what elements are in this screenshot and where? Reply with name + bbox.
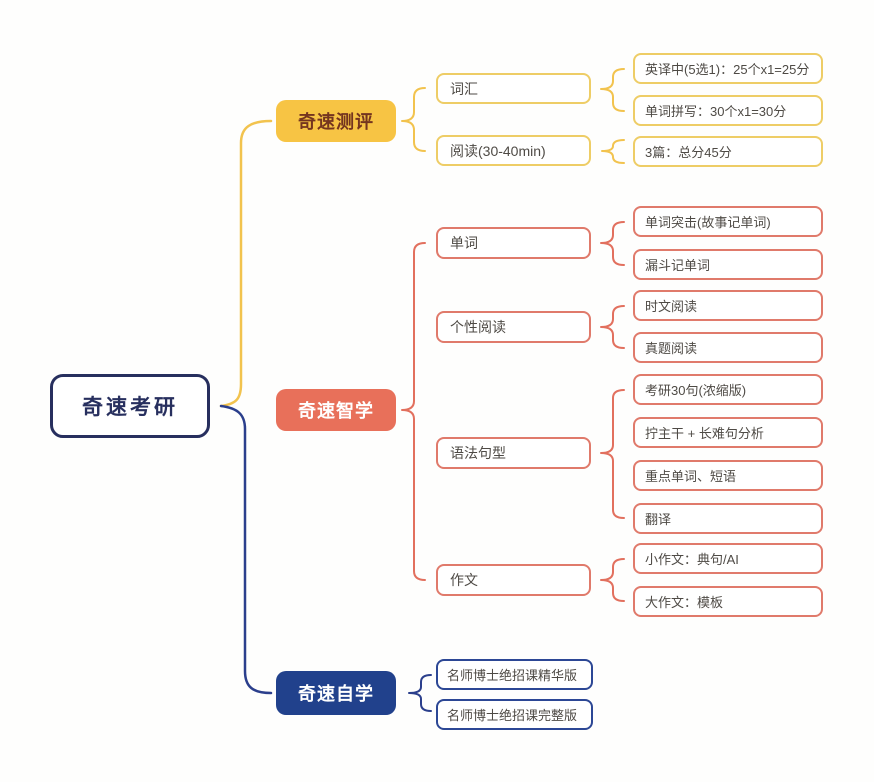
brace-self-study-children [408, 674, 432, 712]
brace-vocabulary-children [600, 68, 625, 112]
leaf-node-spelling-score[interactable]: 单词拼写：30个x1=30分 [633, 95, 823, 126]
leaf-node-funnel-words[interactable]: 漏斗记单词 [633, 249, 823, 280]
root-node[interactable]: 奇速考研 [50, 374, 210, 438]
brace-smart-learning-children [401, 242, 426, 581]
course-node-essence-edition[interactable]: 名师博士绝招课精华版 [436, 659, 593, 690]
topic-node-personal-reading[interactable]: 个性阅读 [436, 311, 591, 343]
leaf-node-word-blitz[interactable]: 单词突击(故事记单词) [633, 206, 823, 237]
leaf-node-sentence-analysis[interactable]: 拧主干 + 长难句分析 [633, 417, 823, 448]
topic-node-grammar[interactable]: 语法句型 [436, 437, 591, 469]
leaf-node-translate-score[interactable]: 英译中(5选1)：25个x1=25分 [633, 53, 823, 84]
leaf-node-small-essay[interactable]: 小作文：典句/AI [633, 543, 823, 574]
topic-node-reading[interactable]: 阅读(30-40min) [436, 135, 591, 166]
leaf-node-big-essay[interactable]: 大作文：模板 [633, 586, 823, 617]
brace-assessment-children [401, 87, 426, 152]
topic-node-vocabulary[interactable]: 词汇 [436, 73, 591, 104]
topic-node-words[interactable]: 单词 [436, 227, 591, 259]
branch-node-assessment[interactable]: 奇速测评 [276, 100, 396, 142]
leaf-node-current-reading[interactable]: 时文阅读 [633, 290, 823, 321]
brace-writing-children [600, 558, 625, 602]
brace-grammar-children [600, 389, 625, 519]
brace-words-children [600, 221, 625, 266]
leaf-node-key-words-phrases[interactable]: 重点单词、短语 [633, 460, 823, 491]
branch-node-self-study[interactable]: 奇速自学 [276, 671, 396, 715]
brace-personal-reading-children [600, 305, 625, 349]
course-node-complete-edition[interactable]: 名师博士绝招课完整版 [436, 699, 593, 730]
leaf-node-reading-score[interactable]: 3篇：总分45分 [633, 136, 823, 167]
root-brace-top-yellow [219, 119, 273, 408]
leaf-node-past-papers-reading[interactable]: 真题阅读 [633, 332, 823, 363]
topic-node-writing[interactable]: 作文 [436, 564, 591, 596]
leaf-node-30-sentences[interactable]: 考研30句(浓缩版) [633, 374, 823, 405]
root-brace-bottom-navy [219, 404, 273, 695]
brace-reading-children [601, 139, 625, 164]
branch-node-smart-learning[interactable]: 奇速智学 [276, 389, 396, 431]
leaf-node-translation[interactable]: 翻译 [633, 503, 823, 534]
